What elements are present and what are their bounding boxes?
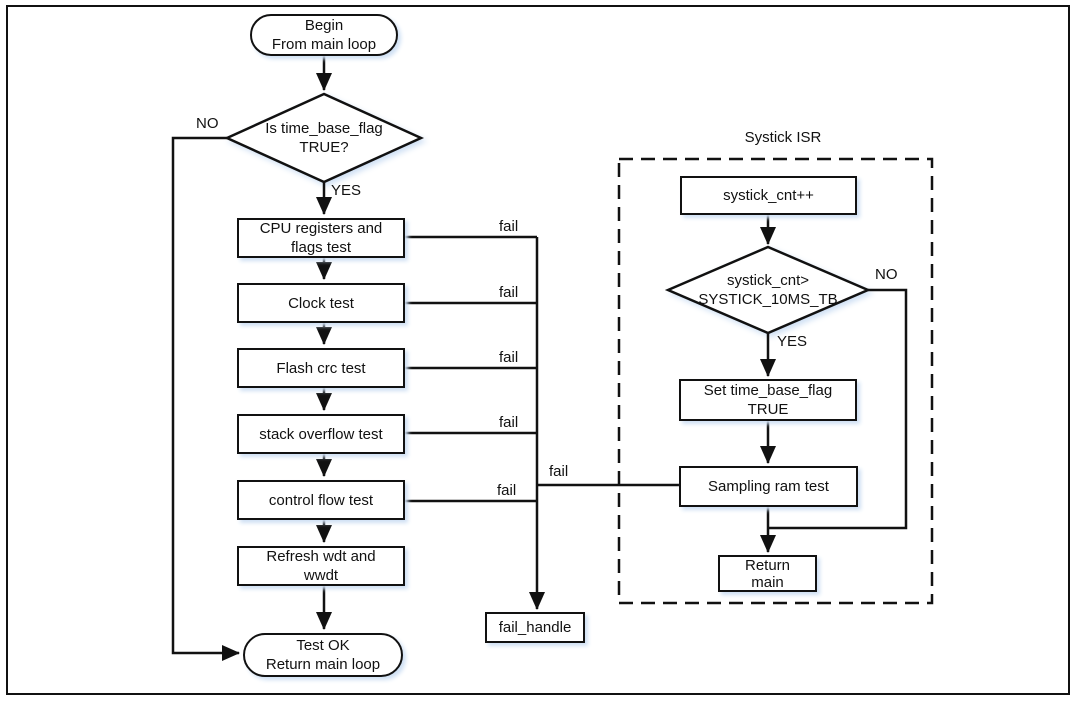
process-return-main: Return main: [718, 555, 817, 592]
edge-label-fail-clock: fail: [499, 284, 519, 301]
decision-time-base-flag-line1: Is time_base_flag: [265, 120, 383, 137]
connectors-systick: [760, 215, 908, 553]
decision-time-base-flag-line2: TRUE?: [299, 139, 349, 156]
connector-no-bypass: [768, 288, 908, 530]
process-cpu-registers-test-line2: flags test: [290, 239, 352, 256]
edge-label-fail-stack: fail: [499, 414, 519, 431]
connectors-fail: [405, 235, 679, 610]
decision-systick-cnt-label: systick_cnt> SYSTICK_10MS_TB: [668, 262, 868, 318]
systick-isr-region: [617, 157, 934, 605]
process-refresh-wdt-line2: wwdt: [303, 567, 339, 584]
systick-isr-region-title: Systick ISR: [744, 129, 822, 146]
process-clock-test: Clock test: [237, 283, 405, 323]
terminator-test-ok-line1: Test OK: [296, 637, 350, 654]
terminator-test-ok: Test OK Return main loop: [243, 633, 403, 677]
process-systick-cnt-increment: systick_cnt++: [680, 176, 857, 215]
edge-label-yes-right: YES: [777, 333, 808, 350]
process-return-main-line2: main: [751, 573, 784, 591]
decision-systick-cnt-line2: SYSTICK_10MS_TB: [698, 291, 838, 308]
process-clock-test-label: Clock test: [288, 294, 354, 312]
process-refresh-wdt-line1: Refresh wdt and: [266, 548, 376, 565]
process-set-time-base-flag-line2: TRUE: [747, 401, 789, 418]
process-cpu-registers-test-line1: CPU registers and: [259, 220, 383, 237]
decision-time-base-flag-shape: [223, 92, 425, 184]
process-flash-crc-test-label: Flash crc test: [276, 359, 366, 377]
process-cpu-registers-test: CPU registers and flags test: [237, 218, 405, 258]
process-refresh-wdt: Refresh wdt and wwdt: [237, 546, 405, 586]
process-flash-crc-test: Flash crc test: [237, 348, 405, 388]
edge-label-fail-sampling: fail: [549, 463, 569, 480]
edge-label-fail-cpu: fail: [499, 218, 519, 235]
connectors-main-flow: [171, 56, 332, 661]
terminator-test-ok-line2: Return main loop: [265, 656, 381, 673]
decision-time-base-flag-label: Is time_base_flag TRUE?: [227, 110, 421, 166]
process-return-main-line1: Return: [744, 556, 791, 574]
edge-label-fail-flash: fail: [499, 349, 519, 366]
edge-label-fail-control: fail: [497, 482, 517, 499]
edge-label-no-right: NO: [875, 266, 898, 283]
process-fail-handle: fail_handle: [485, 612, 585, 643]
process-control-flow-test-label: control flow test: [268, 491, 374, 509]
connector-no-loop: [171, 136, 240, 661]
process-stack-overflow-test-label: stack overflow test: [259, 425, 383, 443]
outer-frame: [6, 5, 1070, 695]
decision-systick-cnt-line1: systick_cnt>: [726, 272, 810, 289]
process-stack-overflow-test: stack overflow test: [237, 414, 405, 454]
edge-label-no-left: NO: [196, 115, 219, 132]
process-systick-cnt-increment-label: systick_cnt++: [723, 187, 814, 204]
terminator-begin: Begin From main loop: [250, 14, 398, 56]
process-control-flow-test: control flow test: [237, 480, 405, 520]
process-sampling-ram-test: Sampling ram test: [679, 466, 858, 507]
process-set-time-base-flag: Set time_base_flag TRUE: [679, 379, 857, 421]
process-set-time-base-flag-line1: Set time_base_flag: [703, 382, 833, 399]
edge-label-yes-left: YES: [331, 182, 362, 199]
process-sampling-ram-test-label: Sampling ram test: [708, 478, 829, 495]
terminator-begin-line2: From main loop: [271, 36, 377, 53]
terminator-begin-line1: Begin: [304, 17, 344, 34]
process-fail-handle-label: fail_handle: [498, 619, 572, 636]
